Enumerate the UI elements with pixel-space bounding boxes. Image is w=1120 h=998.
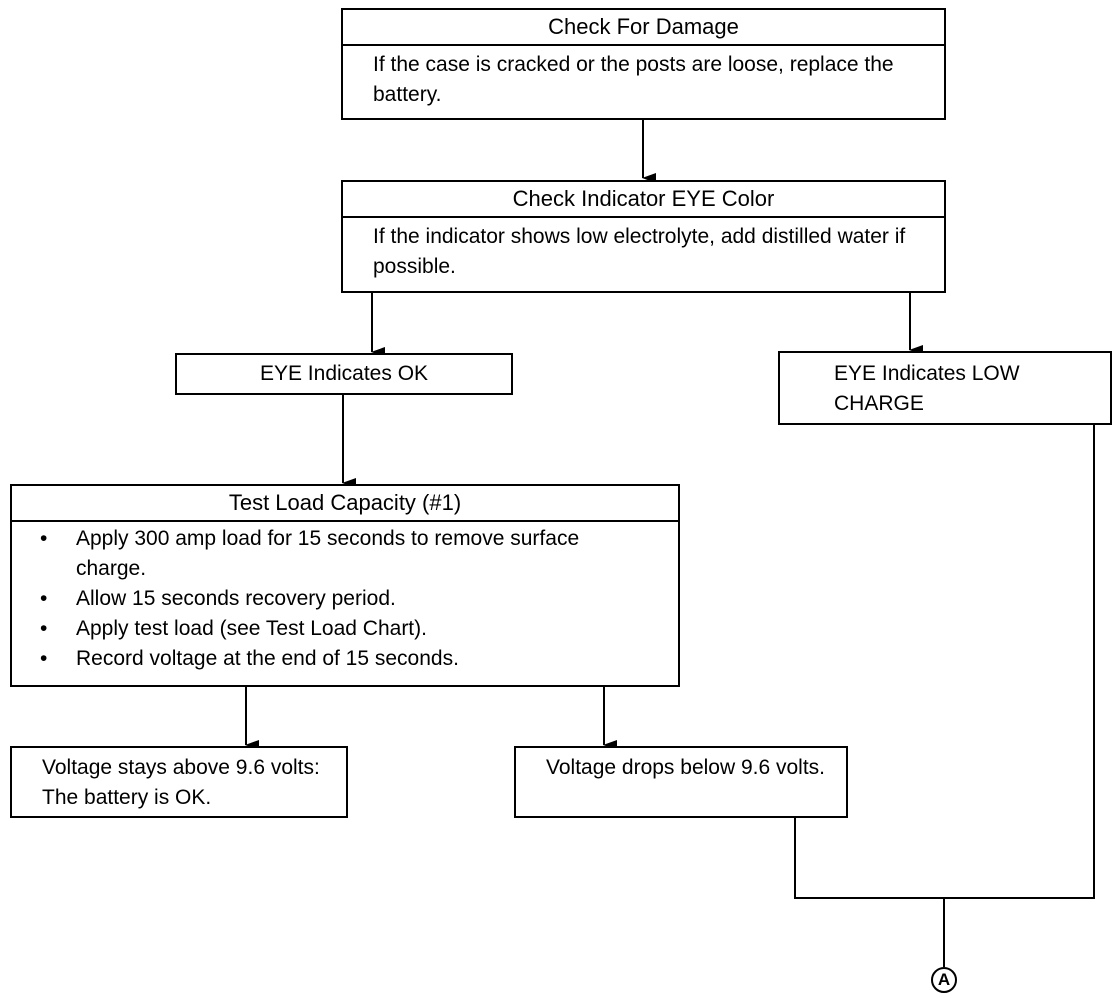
- voltage-low-box: Voltage drops below 9.6 volts.: [514, 746, 848, 818]
- eye-ok-box: EYE Indicates OK: [175, 353, 513, 395]
- load-test-box: Test Load Capacity (#1) Apply 300 amp lo…: [10, 484, 680, 687]
- connector-a-label: A: [937, 970, 951, 989]
- load-test-step: Apply test load (see Test Load Chart).: [12, 614, 678, 644]
- check-damage-title: Check For Damage: [343, 10, 944, 46]
- voltage-low-label: Voltage drops below 9.6 volts.: [546, 756, 826, 779]
- check-damage-text: If the case is cracked or the posts are …: [373, 53, 894, 106]
- load-test-steps: Apply 300 amp load for 15 seconds to rem…: [12, 522, 678, 674]
- eye-low-box: EYE Indicates LOW CHARGE: [778, 351, 1112, 425]
- line-eye-low-to-merge: [944, 424, 1095, 899]
- check-damage-box: Check For Damage If the case is cracked …: [341, 8, 946, 120]
- check-eye-title: Check Indicator EYE Color: [343, 182, 944, 218]
- load-test-step: Record voltage at the end of 15 seconds.: [12, 644, 678, 674]
- eye-low-label: EYE Indicates LOW CHARGE: [834, 362, 1020, 415]
- voltage-ok-label: Voltage stays above 9.6 volts: The batte…: [42, 756, 320, 809]
- load-test-step: Allow 15 seconds recovery period.: [12, 584, 678, 614]
- eye-ok-label: EYE Indicates OK: [259, 362, 429, 385]
- check-eye-box: Check Indicator EYE Color If the indicat…: [341, 180, 946, 293]
- voltage-ok-box: Voltage stays above 9.6 volts: The batte…: [10, 746, 348, 818]
- load-test-step: Apply 300 amp load for 15 seconds to rem…: [12, 524, 678, 584]
- check-eye-text: If the indicator shows low electrolyte, …: [373, 225, 906, 278]
- line-voltage-low-to-merge: [794, 817, 944, 899]
- load-test-title: Test Load Capacity (#1): [12, 486, 678, 522]
- connector-a-terminal: A: [931, 967, 957, 993]
